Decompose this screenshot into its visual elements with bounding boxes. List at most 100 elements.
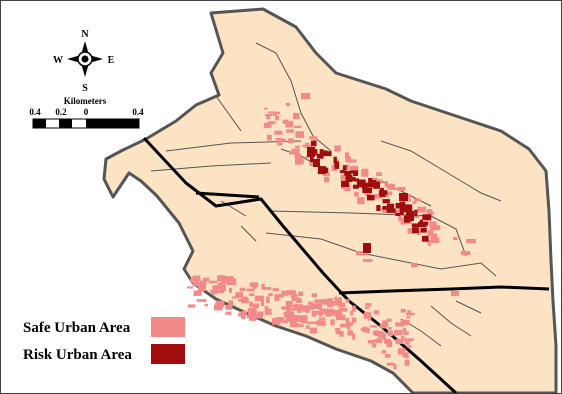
risk-urban-block [376,205,381,211]
safe-urban-block [351,317,357,323]
safe-urban-block [314,299,324,303]
scale-segment [86,119,139,128]
safe-urban-block [327,304,334,308]
safe-urban-block [329,309,339,313]
risk-urban-block [378,190,388,195]
safe-urban-block [205,277,210,282]
safe-urban-block [294,315,299,322]
safe-urban-block [354,191,359,197]
risk-urban-block [382,206,391,210]
safe-urban-block [196,299,207,302]
safe-urban-block [431,225,441,231]
safe-urban-block [252,303,259,308]
safe-urban-block [285,120,294,128]
safe-urban-block [345,317,350,324]
safe-urban-block [429,221,437,228]
safe-urban-block [384,354,391,358]
safe-urban-block [411,263,418,268]
risk-urban-block [340,170,345,174]
compass-south-point [81,63,89,77]
safe-urban-block [208,280,218,284]
safe-urban-block [278,294,284,297]
compass-south-label: S [82,83,88,94]
safe-urban-block [407,228,416,234]
safe-urban-block [268,111,277,114]
safe-urban-block [413,198,421,202]
safe-urban-block [257,311,264,317]
scale-tick-label: 0.4 [132,107,144,117]
safe-urban-block [376,338,382,344]
safe-urban-block [297,304,304,311]
safe-urban-block [374,193,383,199]
legend-label-risk: Risk Urban Area [23,347,132,363]
safe-urban-block [393,363,397,370]
risk-urban-block [368,180,377,185]
safe-urban-block [225,311,232,315]
safe-urban-block [357,197,365,205]
stream-line [215,95,242,132]
safe-urban-block [294,324,304,327]
safe-urban-block [330,319,335,326]
safe-urban-block [252,285,257,289]
safe-urban-block [288,314,294,322]
safe-urban-block [335,328,341,335]
risk-urban-block [382,199,390,204]
legend-label-safe: Safe Urban Area [23,320,131,336]
safe-urban-block [404,338,414,342]
safe-urban-block [397,348,406,355]
safe-urban-block [199,280,207,286]
safe-urban-block [386,362,395,366]
safe-urban-block [417,229,422,233]
safe-urban-block [291,294,298,298]
safe-urban-block [311,310,320,315]
risk-urban-block [373,181,380,189]
safe-urban-block [295,157,303,162]
risk-urban-block [399,193,408,201]
safe-urban-block [356,251,366,256]
safe-urban-block [335,302,343,305]
stream-line [380,140,502,202]
safe-urban-block [393,210,400,215]
safe-urban-block [289,150,295,155]
safe-urban-block [263,287,272,290]
safe-urban-block [381,350,386,354]
safe-urban-block [283,320,288,324]
safe-urban-block [365,303,372,307]
safe-urban-block [248,315,255,318]
safe-urban-block [193,290,202,296]
safe-urban-block [384,194,389,197]
scale-tick-label: 0.4 [29,107,41,117]
safe-urban-block [373,310,380,315]
safe-urban-block [266,114,271,120]
safe-urban-block [310,303,315,310]
safe-urban-block [414,215,420,218]
safe-urban-block [404,341,410,345]
risk-urban-block [318,166,326,174]
safe-urban-block [293,113,300,120]
safe-urban-block [318,309,323,317]
safe-urban-block [309,327,317,334]
safe-urban-block [286,129,294,133]
safe-urban-block [351,305,356,312]
safe-urban-block [276,295,284,298]
safe-urban-block [305,325,310,329]
legend-swatch-risk [151,344,185,364]
safe-urban-block [220,281,226,286]
risk-urban-block [366,194,375,201]
safe-urban-block [383,339,388,344]
scale-unit-label: Kilometers [64,96,107,106]
safe-urban-block [275,137,283,141]
risk-urban-block [342,165,347,171]
safe-urban-block [202,277,207,283]
scale-tick-label: 0.2 [55,107,67,117]
north-arrow: N S E W [53,29,115,94]
risk-urban-block [422,235,429,242]
safe-urban-block [427,230,434,236]
safe-urban-block [334,328,340,331]
safe-urban-block [348,322,354,326]
legend: Safe Urban Area Risk Urban Area [23,317,185,364]
safe-urban-block [246,288,255,292]
safe-urban-block [366,192,370,196]
safe-urban-block [276,111,281,115]
legend-swatch-safe [151,317,185,337]
